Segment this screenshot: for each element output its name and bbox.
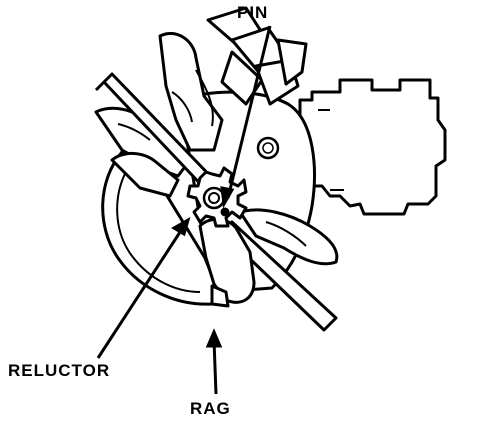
reluctor-wheel (186, 166, 248, 228)
left-hand (94, 106, 192, 198)
distributor-housing (298, 78, 447, 216)
upper-hand (158, 6, 308, 152)
lower-hand-rag (198, 208, 339, 308)
reluctor-arrowhead (171, 216, 191, 237)
pin-arrowhead (220, 186, 235, 209)
rag-label: RAG (190, 399, 231, 418)
rag-arrowhead (205, 328, 223, 348)
reluctor-label: RELUCTOR (8, 361, 111, 380)
pin-arrow-line (226, 25, 272, 199)
reluctor-arrow-line (96, 225, 186, 359)
rag-arrow-line (212, 339, 218, 395)
callout-arrows (96, 25, 272, 395)
pin-label: PIN (237, 3, 269, 22)
rotor-disc (101, 150, 218, 306)
